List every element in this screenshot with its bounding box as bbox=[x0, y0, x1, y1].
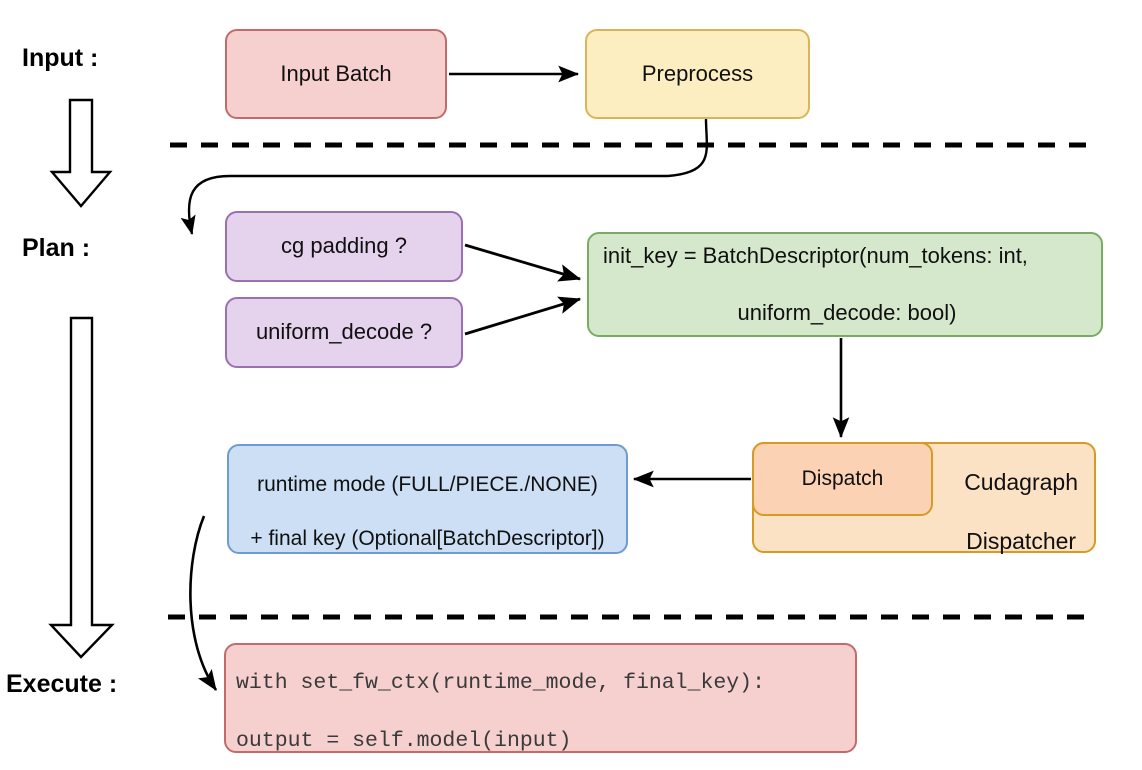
node-dispatch-label: Dispatch bbox=[801, 466, 884, 490]
node-exec-code-line1: with set_fw_ctx(runtime_mode, final_key)… bbox=[236, 670, 765, 695]
node-exec-code[interactable]: with set_fw_ctx(runtime_mode, final_key)… bbox=[224, 643, 857, 753]
node-init-key-line2: uniform_decode: bool) bbox=[737, 299, 957, 325]
node-preprocess[interactable]: Preprocess bbox=[585, 29, 810, 119]
node-runtime-mode[interactable]: runtime mode (FULL/PIECE./NONE) + final … bbox=[227, 444, 628, 554]
node-input-batch-label: Input Batch bbox=[280, 60, 392, 86]
node-exec-code-line2: output = self.model(input) bbox=[236, 729, 572, 754]
node-uniform-decode[interactable]: uniform_decode ? bbox=[225, 297, 463, 368]
node-dispatch[interactable]: Dispatch bbox=[752, 442, 933, 516]
plan-to-execute-arrow bbox=[48, 316, 115, 659]
stage-label-execute: Execute : bbox=[6, 670, 118, 698]
node-cg-padding-label: cg padding ? bbox=[281, 233, 407, 259]
node-cg-padding[interactable]: cg padding ? bbox=[225, 211, 463, 282]
node-cudagraph-dispatcher-line1: Cudagraph bbox=[964, 469, 1078, 496]
stage-label-input: Input : bbox=[22, 44, 99, 72]
node-preprocess-label: Preprocess bbox=[641, 60, 754, 86]
node-uniform-decode-label: uniform_decode ? bbox=[255, 319, 433, 345]
stage-label-plan: Plan : bbox=[22, 234, 91, 262]
node-runtime-mode-line2: + final key (Optional[BatchDescriptor]) bbox=[250, 526, 605, 550]
node-input-batch[interactable]: Input Batch bbox=[225, 29, 447, 119]
input-to-plan-arrow bbox=[49, 98, 113, 208]
node-cudagraph-dispatcher-line2: Dispatcher bbox=[966, 527, 1077, 554]
node-runtime-mode-line1: runtime mode (FULL/PIECE./NONE) bbox=[257, 473, 598, 497]
node-init-key-line1: init_key = BatchDescriptor(num_tokens: i… bbox=[603, 243, 1028, 269]
edge-uniform-decode-to-init-key bbox=[464, 296, 582, 336]
edge-cg-padding-to-init-key bbox=[464, 243, 582, 282]
edge-runtime-mode-to-exec-code bbox=[189, 515, 218, 691]
node-init-key[interactable]: init_key = BatchDescriptor(num_tokens: i… bbox=[587, 232, 1103, 337]
